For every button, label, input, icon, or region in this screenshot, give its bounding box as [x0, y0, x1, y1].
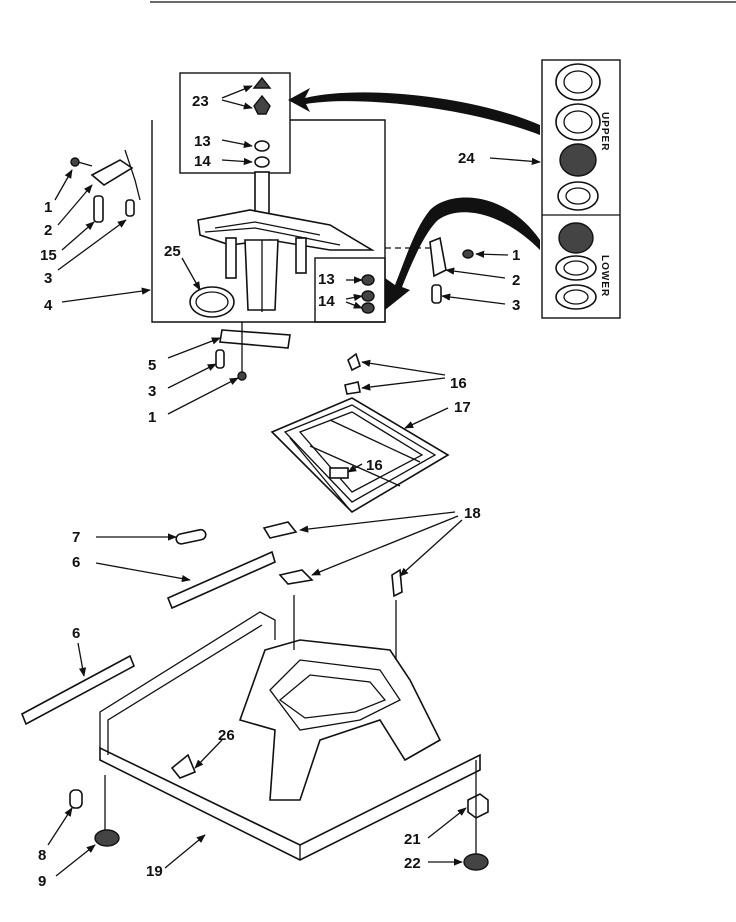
callout-25: 25	[164, 243, 181, 260]
bracket-2-left	[90, 159, 134, 186]
callout-7: 7	[72, 529, 80, 546]
base-frame	[99, 595, 481, 861]
callout-19: 19	[146, 863, 163, 880]
callout-23: 23	[192, 93, 209, 110]
callout-5: 5	[148, 357, 156, 374]
leveling-feet	[69, 760, 489, 871]
callout-1-left: 1	[44, 199, 52, 216]
transmission-mount-assembly	[151, 72, 386, 323]
lower-bearing-set	[555, 222, 597, 310]
upper-bearing-set	[555, 63, 601, 211]
callout-labels: 23 13 14 24 1 2 15 3 4 25 1 2 3 13 14 5 …	[38, 93, 520, 890]
callout-3-left: 3	[44, 270, 52, 287]
callout-9: 9	[38, 873, 46, 890]
callout-2-left: 2	[44, 222, 52, 239]
callout-1-right: 1	[512, 247, 520, 264]
callout-3-right: 3	[512, 297, 520, 314]
callout-21: 21	[404, 831, 421, 848]
callout-13-upper: 13	[194, 133, 211, 150]
lower-label: LOWER	[599, 255, 610, 297]
callout-6-lower: 6	[72, 625, 80, 642]
callout-8: 8	[38, 847, 46, 864]
callout-18: 18	[464, 505, 481, 522]
bearing-kit-panel: UPPER LOWER	[541, 59, 621, 319]
callout-16-frame: 16	[366, 457, 383, 474]
leader-lines	[47, 85, 541, 877]
callout-24: 24	[458, 150, 475, 167]
callout-6-upper: 6	[72, 554, 80, 571]
callout-17: 17	[454, 399, 471, 416]
small-hardware	[20, 521, 403, 726]
left-bracket-parts	[70, 149, 141, 223]
callout-3-bottom: 3	[148, 383, 156, 400]
callout-14-lower: 14	[318, 293, 335, 310]
callout-14-upper: 14	[194, 153, 211, 170]
upper-label: UPPER	[599, 112, 610, 151]
lower-clip-parts	[215, 322, 291, 381]
tub-support-frame	[270, 352, 450, 514]
callout-16-top: 16	[450, 375, 467, 392]
upper-bearing-box	[179, 72, 291, 174]
callout-13-lower: 13	[318, 271, 335, 288]
lower-bearing-box	[314, 257, 386, 323]
callout-1-bottom: 1	[148, 409, 156, 426]
callout-15: 15	[40, 247, 57, 264]
callout-26: 26	[218, 727, 235, 744]
callout-22: 22	[404, 855, 421, 872]
upper-bearing-arrow	[288, 88, 540, 135]
callout-4: 4	[44, 297, 53, 314]
bearing-kit-box	[541, 59, 621, 319]
callout-2-right: 2	[512, 272, 520, 289]
lower-bearing-arrow	[385, 197, 540, 310]
